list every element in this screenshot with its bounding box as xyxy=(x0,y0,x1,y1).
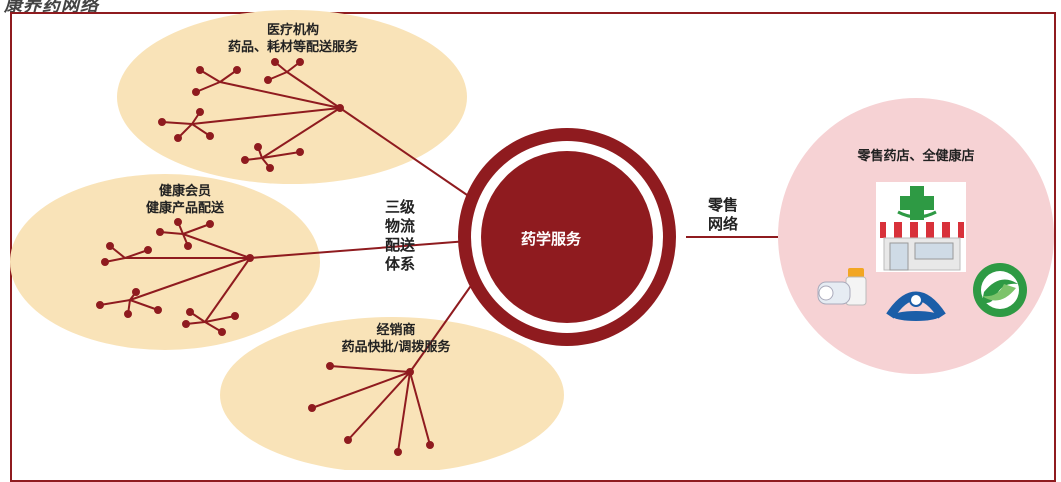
center-node xyxy=(458,128,676,346)
hospital-cluster-label: 医疗机构 药品、耗材等配送服务 xyxy=(193,22,393,56)
hospital-cluster-subtitle: 药品、耗材等配送服务 xyxy=(227,40,358,55)
hospital-tree xyxy=(158,58,344,172)
blue-logo-icon xyxy=(886,291,946,321)
pharmacy-store-icon xyxy=(876,182,966,272)
distributor-tree xyxy=(308,362,434,456)
member-cluster-ellipse xyxy=(10,174,320,350)
green-logo-icon xyxy=(973,263,1027,317)
member-cluster-label: 健康会员 健康产品配送 xyxy=(110,183,260,217)
member-cluster-title: 健康会员 xyxy=(158,184,211,199)
medicine-bottle-icon xyxy=(817,268,867,306)
main-connectors xyxy=(249,107,778,373)
distributor-cluster-subtitle: 药品快批/调拨服务 xyxy=(341,340,451,355)
distributor-cluster-title: 经销商 xyxy=(376,323,416,338)
hospital-cluster-title: 医疗机构 xyxy=(266,23,319,38)
distributor-cluster-ellipse xyxy=(220,317,564,470)
member-cluster-subtitle: 健康产品配送 xyxy=(145,201,224,216)
retail-cluster-title: 零售药店、全健康店 xyxy=(857,149,975,164)
distributor-cluster-label: 经销商 药品快批/调拨服务 xyxy=(296,322,496,356)
center-node-label: 药学服务 xyxy=(520,230,581,248)
member-tree xyxy=(96,218,254,336)
logistics-link-label: 三级 物流 配送 体系 xyxy=(384,198,415,273)
network-diagram xyxy=(10,10,1054,470)
retail-link-label: 零售 网络 xyxy=(707,196,738,233)
